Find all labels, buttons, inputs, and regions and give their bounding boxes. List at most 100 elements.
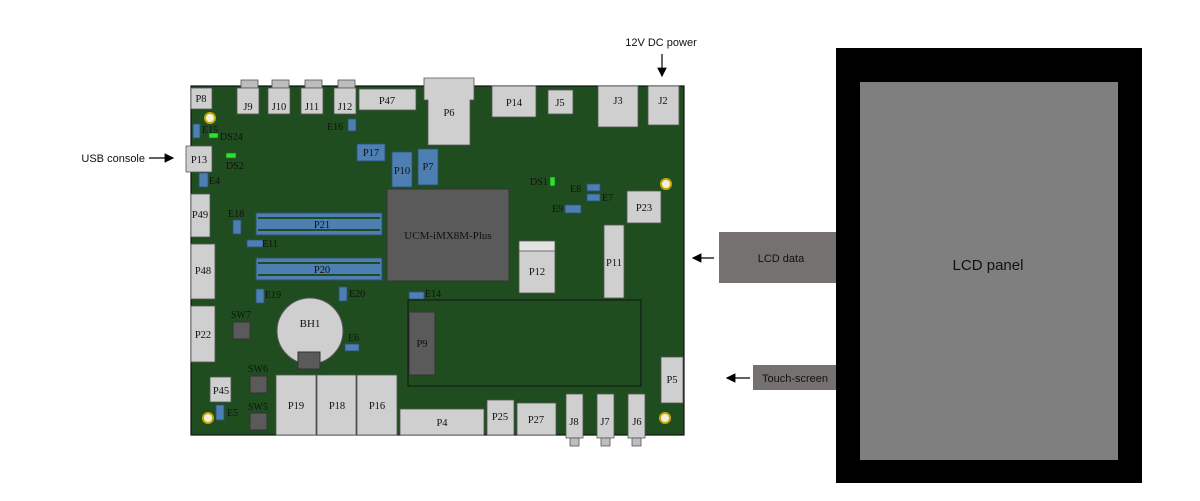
- annotation-power: 12V DC power: [625, 37, 697, 49]
- label-j5: J5: [555, 98, 564, 109]
- module-outline: [407, 299, 642, 387]
- label-soc: UCM-iMX8M-Plus: [404, 230, 491, 242]
- label-j6: J6: [632, 417, 641, 428]
- connector-p14: [491, 85, 537, 118]
- switches: [232, 321, 268, 431]
- label-e19: E19: [265, 290, 281, 301]
- label-p7: P7: [422, 162, 433, 173]
- label-e8: E8: [570, 184, 581, 195]
- label-p22: P22: [195, 330, 211, 341]
- label-j12: J12: [338, 102, 353, 113]
- label-p21: P21: [314, 220, 330, 231]
- label-p11: P11: [606, 258, 622, 269]
- label-p47: P47: [379, 96, 395, 107]
- connector-p22: [190, 305, 216, 363]
- label-e20: E20: [349, 289, 365, 300]
- connector-p7: [417, 148, 439, 186]
- connector-p19: [275, 374, 317, 436]
- connector-p48: [190, 243, 216, 300]
- label-j2: J2: [658, 96, 667, 107]
- connector-p16: [356, 374, 398, 436]
- slot-p20: [255, 257, 383, 281]
- annotation-usb: USB console: [81, 153, 145, 165]
- connector-p17: [356, 143, 386, 162]
- label-p27: P27: [528, 415, 544, 426]
- label-p13: P13: [191, 155, 207, 166]
- connector-j11: [300, 87, 324, 115]
- label-p17: P17: [363, 148, 379, 159]
- label-p5: P5: [666, 375, 677, 386]
- label-ds1: DS1: [530, 177, 548, 188]
- switch-sw6: [249, 375, 268, 394]
- leds: [208, 132, 556, 187]
- label-e14: E14: [425, 289, 441, 300]
- label-p48: P48: [195, 266, 211, 277]
- label-j9: J9: [243, 102, 252, 113]
- top-connectors: [190, 77, 680, 146]
- connector-j8: [565, 393, 584, 439]
- label-sw5: SW5: [248, 402, 268, 413]
- label-ds24: DS24: [220, 132, 243, 143]
- label-e15: E15: [202, 125, 218, 136]
- label-p6: P6: [443, 108, 454, 119]
- connector-j6: [627, 393, 646, 439]
- label-p20: P20: [314, 265, 330, 276]
- connector-j10: [267, 87, 291, 115]
- label-sw6: SW6: [248, 364, 268, 375]
- label-p4: P4: [436, 418, 448, 429]
- label-bh1: BH1: [300, 318, 321, 330]
- label-p49: P49: [192, 210, 208, 221]
- mounting-holes: [202, 112, 672, 424]
- blue-components: [192, 118, 601, 421]
- label-j8: J8: [569, 417, 578, 428]
- label-p18: P18: [329, 401, 345, 412]
- som-module: [386, 188, 510, 282]
- connector-p9: [408, 311, 436, 376]
- battery-bh1: [276, 297, 344, 370]
- connector-j12: [333, 87, 357, 115]
- connector-p47: [358, 88, 417, 111]
- label-ds2: DS2: [226, 161, 244, 172]
- connector-j9: [236, 87, 260, 115]
- label-j7: J7: [600, 417, 609, 428]
- switch-sw5: [249, 412, 268, 431]
- label-p23: P23: [636, 203, 652, 214]
- connector-p6: [423, 77, 475, 146]
- label-p16: P16: [369, 401, 385, 412]
- connector-j2: [647, 85, 680, 126]
- label-p45: P45: [213, 386, 229, 397]
- annotation-touch: Touch-screen: [762, 373, 828, 385]
- label-sw7: SW7: [231, 310, 251, 321]
- connector-p25: [486, 399, 515, 436]
- connector-p5: [660, 356, 684, 404]
- label-p8: P8: [195, 94, 206, 105]
- label-j3: J3: [613, 96, 622, 107]
- label-e16: E16: [327, 122, 343, 133]
- lcd-data-box: [719, 232, 837, 283]
- lcd-label: LCD panel: [953, 257, 1024, 274]
- connector-p11: [603, 224, 625, 299]
- label-p10: P10: [394, 166, 410, 177]
- connector-p27: [516, 402, 557, 436]
- label-j11: J11: [305, 102, 319, 113]
- bottom-connectors: [275, 374, 646, 447]
- lcd-screen: [860, 82, 1118, 460]
- annotation-lcd-data: LCD data: [758, 253, 805, 265]
- connector-p13: [185, 145, 213, 173]
- connector-j3: [597, 85, 639, 128]
- label-p9: P9: [416, 339, 427, 350]
- label-e11: E11: [262, 239, 278, 250]
- label-p14: P14: [506, 98, 523, 109]
- connector-p45: [209, 376, 232, 403]
- slot-p21: [255, 212, 383, 236]
- label-p19: P19: [288, 401, 304, 412]
- connector-j7: [596, 393, 615, 439]
- connector-p23: [626, 190, 662, 224]
- label-p12: P12: [529, 267, 545, 278]
- label-e6: E6: [348, 333, 359, 344]
- touch-box: [753, 365, 837, 390]
- connector-p4: [399, 408, 485, 436]
- label-j10: J10: [272, 102, 287, 113]
- label-e5: E5: [227, 408, 238, 419]
